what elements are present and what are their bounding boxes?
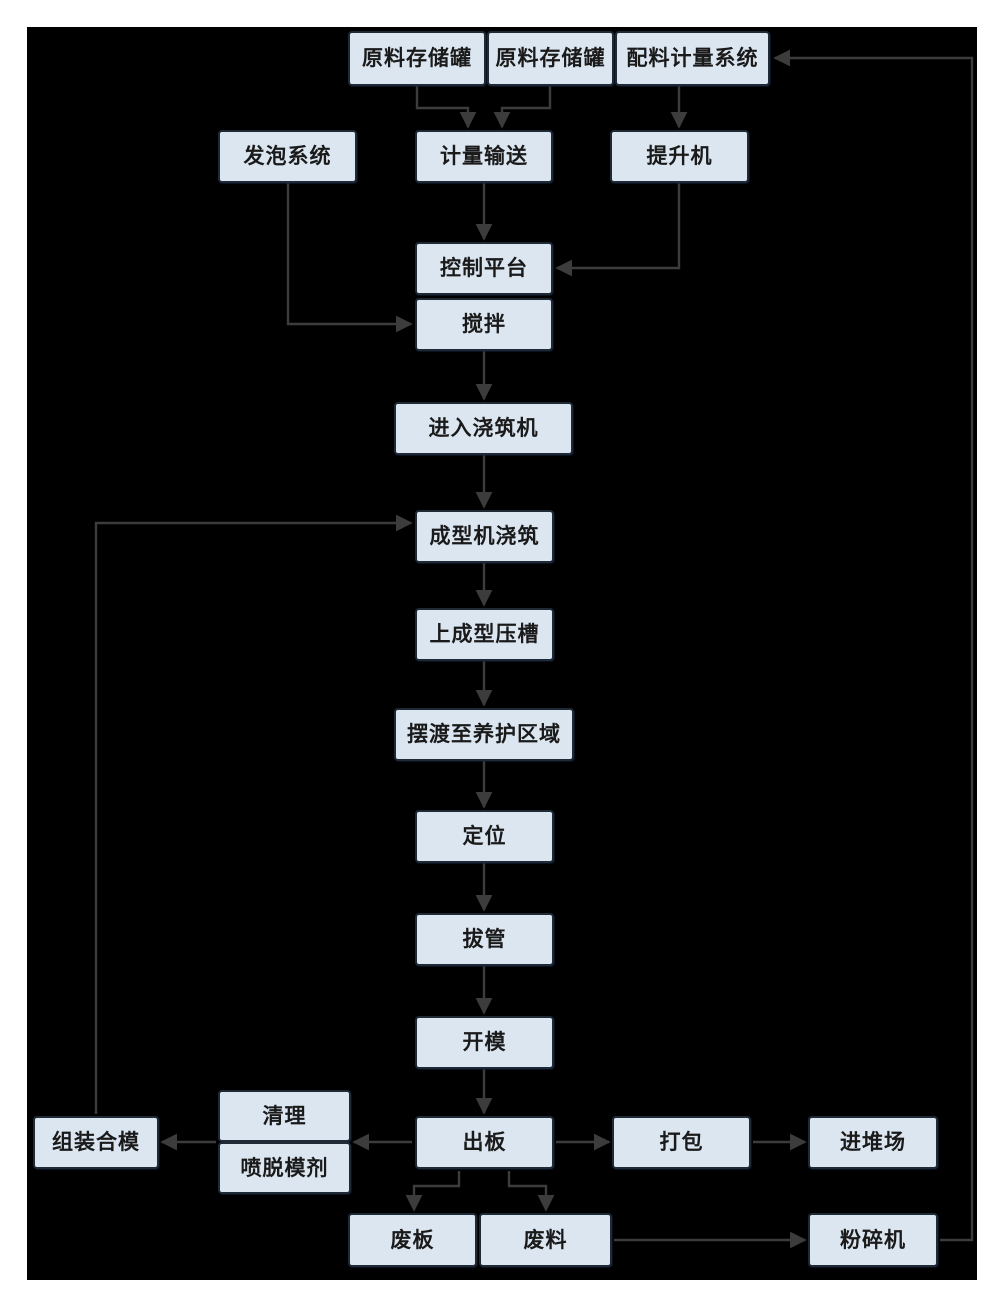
node-raw_tank_1[interactable]: 原料存储罐 xyxy=(348,31,486,86)
node-label: 出板 xyxy=(462,1130,507,1154)
node-hoist[interactable]: 提升机 xyxy=(610,130,749,183)
node-label: 拔管 xyxy=(462,927,507,951)
node-label: 原料存储罐 xyxy=(495,46,606,70)
node-assemble[interactable]: 组装合模 xyxy=(33,1116,159,1169)
node-demold[interactable]: 开模 xyxy=(415,1016,554,1069)
node-label: 组装合模 xyxy=(52,1130,140,1154)
node-waste_mat[interactable]: 废料 xyxy=(479,1213,612,1267)
node-label: 原料存储罐 xyxy=(362,46,472,70)
node-waste_board[interactable]: 废板 xyxy=(348,1213,477,1267)
node-label: 计量输送 xyxy=(440,144,528,168)
node-label: 搅拌 xyxy=(462,312,506,336)
node-batching[interactable]: 配料计量系统 xyxy=(615,31,770,86)
node-label: 清理 xyxy=(262,1103,307,1128)
node-crusher[interactable]: 粉碎机 xyxy=(808,1213,938,1267)
node-label: 上成型压槽 xyxy=(429,622,540,646)
node-foaming[interactable]: 发泡系统 xyxy=(218,130,357,183)
node-metering[interactable]: 计量输送 xyxy=(415,130,553,183)
node-yard[interactable]: 进堆场 xyxy=(808,1116,938,1169)
node-label: 喷脱模剂 xyxy=(240,1155,329,1180)
node-label: 定位 xyxy=(462,824,507,848)
node-label: 进入浇筑机 xyxy=(428,416,539,440)
node-control[interactable]: 控制平台 xyxy=(415,242,553,295)
node-enter_caster[interactable]: 进入浇筑机 xyxy=(394,402,573,455)
node-clean[interactable]: 清理 xyxy=(218,1090,351,1142)
node-mixing[interactable]: 搅拌 xyxy=(415,298,553,351)
node-label: 废板 xyxy=(390,1227,435,1252)
node-label: 发泡系统 xyxy=(243,144,332,168)
node-raw_tank_2[interactable]: 原料存储罐 xyxy=(487,31,614,86)
node-label: 配料计量系统 xyxy=(626,46,759,70)
node-label: 开模 xyxy=(462,1030,507,1054)
node-press_groove[interactable]: 上成型压槽 xyxy=(415,608,554,661)
node-spray_agent[interactable]: 喷脱模剂 xyxy=(218,1142,351,1194)
node-position[interactable]: 定位 xyxy=(415,810,554,863)
node-label: 成型机浇筑 xyxy=(429,524,540,548)
node-label: 打包 xyxy=(659,1130,704,1154)
node-packing[interactable]: 打包 xyxy=(612,1116,751,1169)
node-label: 提升机 xyxy=(646,144,713,168)
node-label: 废料 xyxy=(523,1227,568,1252)
node-forming_cast[interactable]: 成型机浇筑 xyxy=(415,510,554,563)
node-pull_pipe[interactable]: 拔管 xyxy=(415,913,554,966)
node-label: 粉碎机 xyxy=(840,1227,906,1252)
node-label: 控制平台 xyxy=(440,256,528,280)
node-out_board[interactable]: 出板 xyxy=(415,1116,554,1169)
node-ferry_cure[interactable]: 摆渡至养护区域 xyxy=(394,708,574,761)
node-label: 摆渡至养护区域 xyxy=(407,722,561,746)
node-label: 进堆场 xyxy=(840,1130,906,1154)
